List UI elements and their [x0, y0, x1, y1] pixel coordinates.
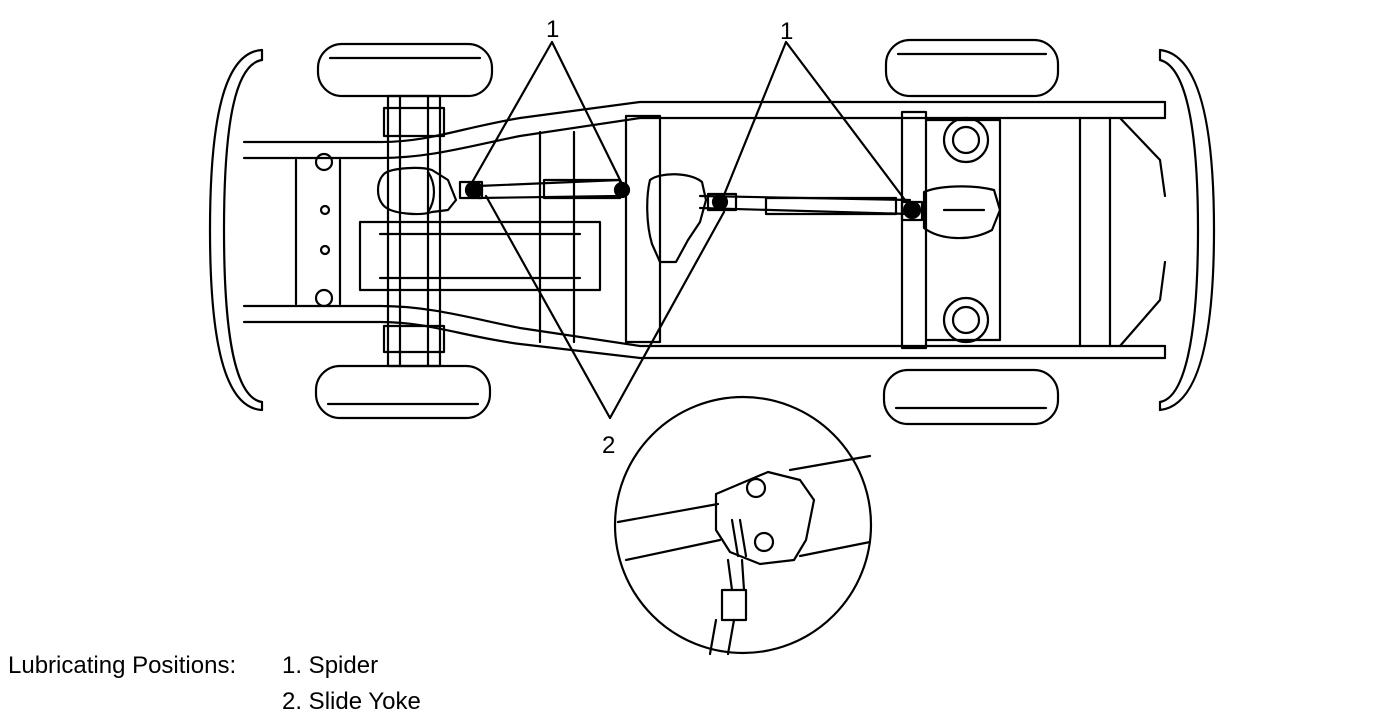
rear-axle — [900, 110, 1002, 350]
front-differential — [376, 166, 458, 216]
front-propeller-shaft — [458, 178, 631, 200]
leader-lines — [468, 40, 910, 420]
legend-item-spider: 1. Spider — [282, 652, 379, 679]
frame-rails — [242, 100, 1167, 360]
transfer-case — [624, 114, 708, 344]
legend-item-slide-yoke: 2. Slide Yoke — [282, 688, 421, 715]
rear-bumper — [1158, 48, 1216, 412]
detail-inset — [613, 395, 873, 656]
front-bumper — [208, 48, 264, 412]
front-right-tire — [314, 364, 492, 420]
callout-spider-left: 1 — [546, 16, 560, 43]
rear-right-tire — [882, 368, 1060, 426]
front-axle — [314, 94, 446, 368]
legend-heading: Lubricating Positions: — [8, 652, 237, 679]
callout-spider-right: 1 — [780, 18, 794, 45]
front-left-tire — [316, 42, 494, 98]
crossmembers — [294, 116, 1167, 348]
rear-left-tire — [884, 38, 1060, 98]
rear-propeller-shaft — [698, 192, 924, 222]
callout-slide-yoke: 2 — [602, 432, 616, 459]
transmission — [358, 220, 602, 292]
